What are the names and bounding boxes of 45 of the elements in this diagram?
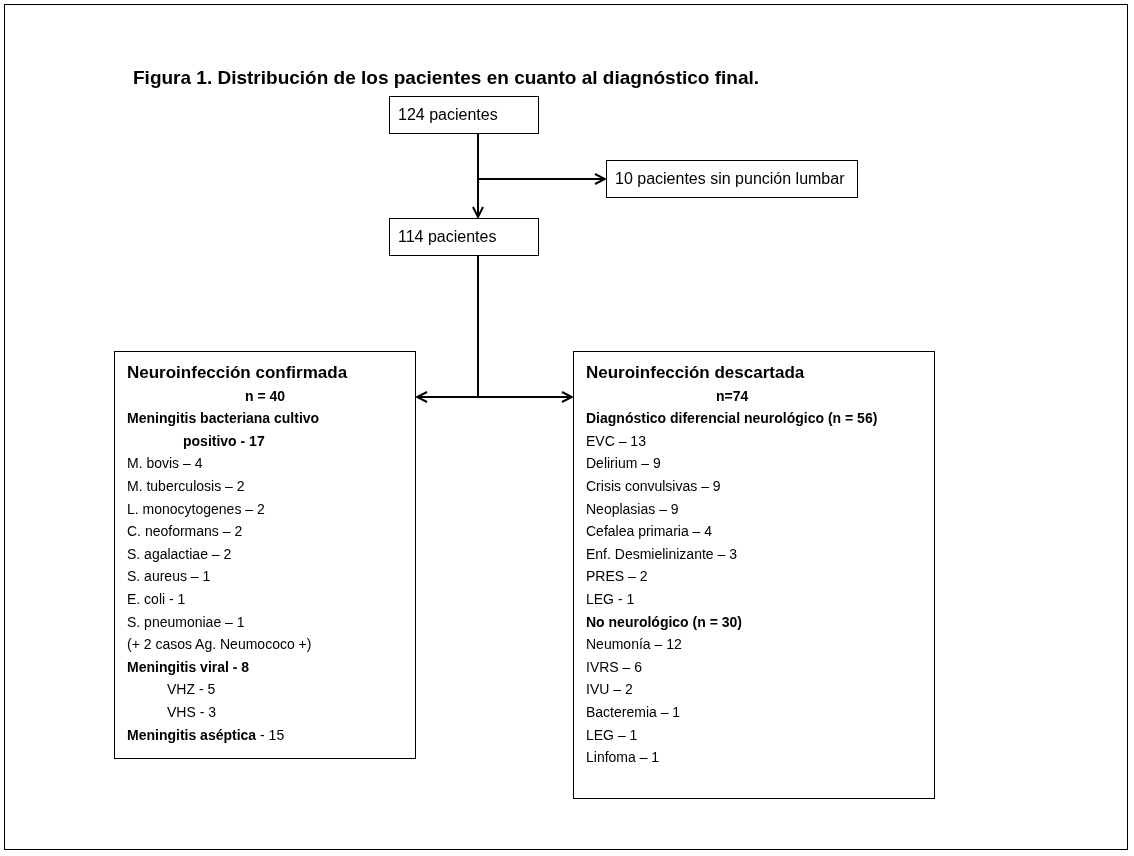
box-text: IVRS – 6 xyxy=(586,657,644,677)
box-text: 124 pacientes xyxy=(398,105,499,125)
box-text: M. bovis – 4 xyxy=(127,454,204,474)
result-box xyxy=(573,351,935,799)
process-box xyxy=(606,160,858,198)
box-text: Meningitis bacteriana cultivo positivo - 17 xyxy=(127,409,321,451)
arrow xyxy=(477,133,606,185)
box-text: 114 pacientes xyxy=(398,227,498,247)
box-text: IVU – 2 xyxy=(586,680,634,700)
box-text: (+ 2 casos Ag. Neumococo +) xyxy=(127,635,313,655)
box-text: No neurológico (n = 30) xyxy=(586,612,743,632)
box-text: Meningitis viral - 8 xyxy=(127,657,251,677)
box-text: Diagnóstico diferencial neurológico (n = 56) xyxy=(586,409,879,429)
box-text: Crisis convulsivas – 9 xyxy=(586,476,722,496)
box-text: L. monocytogenes – 2 xyxy=(127,499,266,519)
box-heading: Neuroinfección descartada xyxy=(586,362,806,384)
box-text: S. aureus – 1 xyxy=(127,567,212,587)
box-text: EVC – 13 xyxy=(586,431,647,451)
box-text: n = 40 xyxy=(243,386,287,406)
box-text: Linfoma – 1 xyxy=(586,748,661,768)
box-text: Neumonía – 12 xyxy=(586,635,683,655)
box-heading: Neuroinfección confirmada xyxy=(127,362,349,384)
process-box xyxy=(389,96,539,134)
box-text: Neoplasias – 9 xyxy=(586,499,680,519)
box-text: S. agalactiae – 2 xyxy=(127,544,233,564)
box-text: E. coli - 1 xyxy=(127,589,187,609)
box-text: Cefalea primaria – 4 xyxy=(586,522,714,542)
box-text: C. neoformans – 2 xyxy=(127,522,244,542)
box-text: S. pneumoniae – 1 xyxy=(127,612,246,632)
box-text: Enf. Desmielinizante – 3 xyxy=(586,544,738,564)
box-text: n=74 xyxy=(715,386,750,406)
box-text: 10 pacientes sin punción lumbar xyxy=(615,169,846,189)
box-text: LEG – 1 xyxy=(586,725,639,745)
box-text: Delirium – 9 xyxy=(586,454,662,474)
box-text: PRES – 2 xyxy=(586,567,649,587)
box-text: VHZ - 5 xyxy=(166,680,217,700)
box-text: Bacteremia – 1 xyxy=(586,702,682,722)
process-box xyxy=(389,218,539,256)
box-text: VHS - 3 xyxy=(166,702,217,722)
box-text: M. tuberculosis – 2 xyxy=(127,476,246,496)
result-box xyxy=(114,351,416,759)
arrow xyxy=(477,255,573,403)
box-text: Meningitis aséptica - 15 xyxy=(127,725,286,745)
figure-title: Figura 1. Distribución de los pacientes en cuanto al diagnóstico final. xyxy=(133,67,760,89)
box-text: LEG - 1 xyxy=(586,589,636,609)
